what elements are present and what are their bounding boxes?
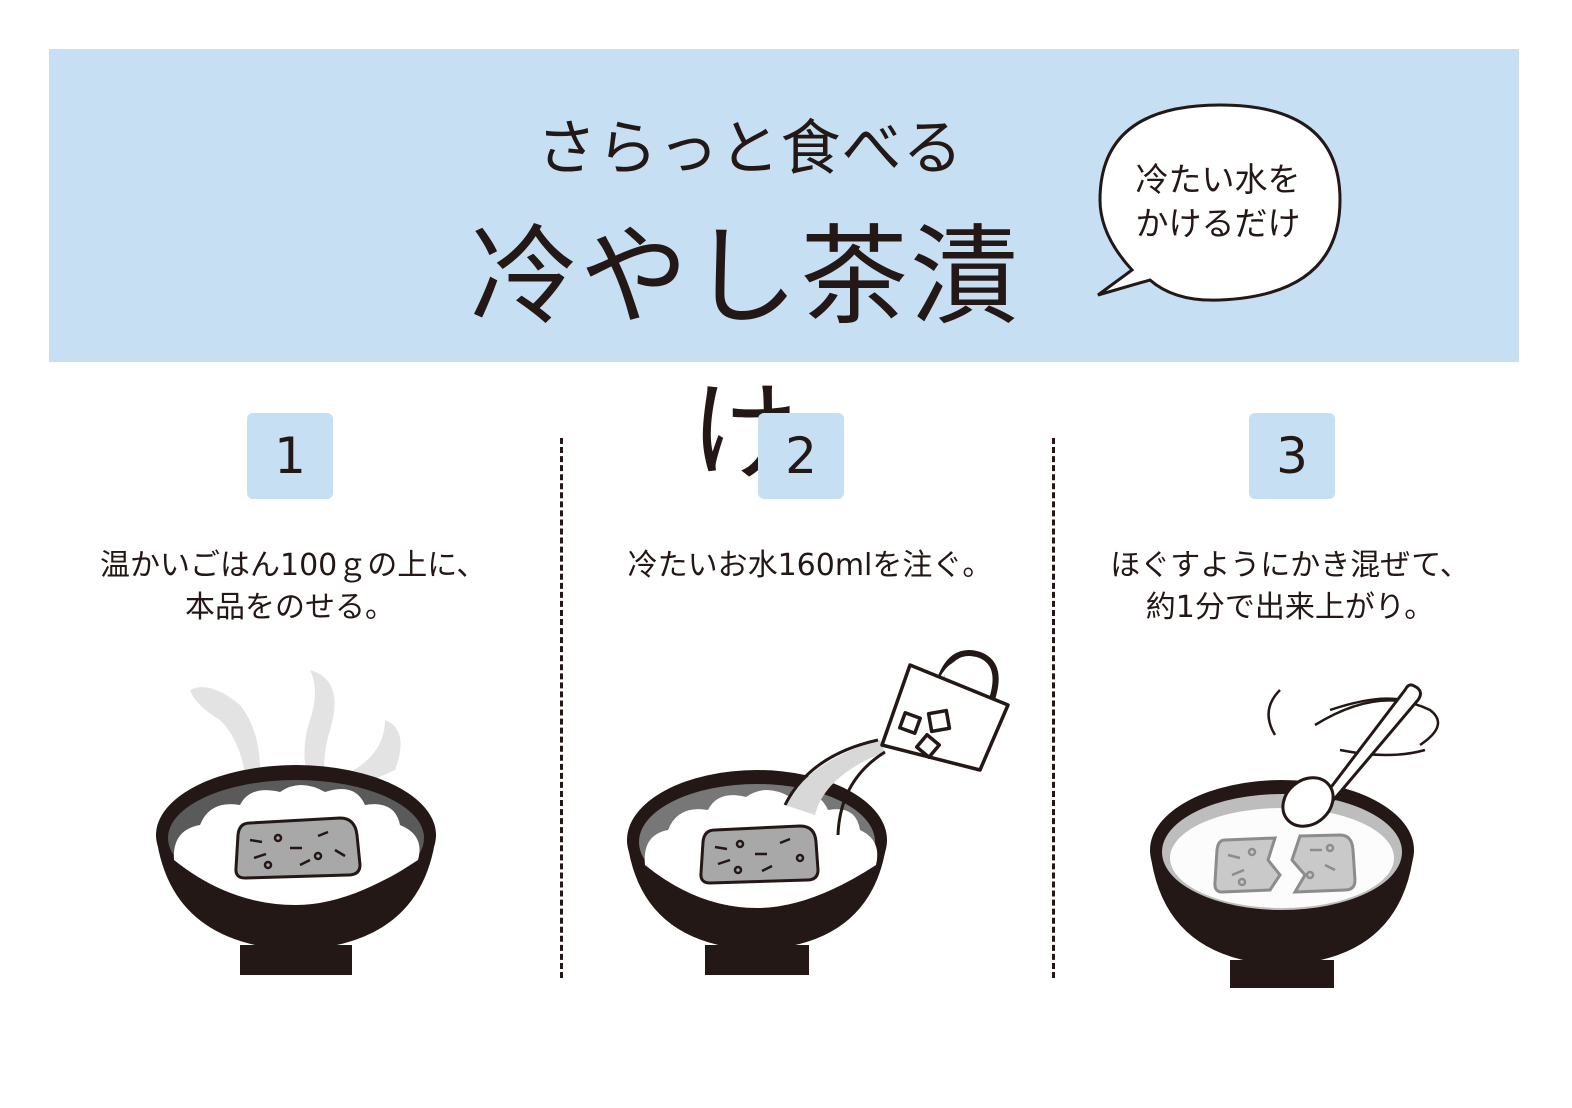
chazuke-block-pieces-icon — [1213, 833, 1357, 894]
step-1-line1: 温かいごはん100ｇの上に、 — [100, 548, 487, 583]
speech-bubble-line1: 冷たい水を — [1135, 160, 1301, 199]
step-1-instruction: 温かいごはん100ｇの上に、 本品をのせる。 — [100, 545, 487, 629]
rice-bowl-icon — [156, 765, 436, 975]
header-subtitle: さらっと食べる — [536, 114, 964, 184]
spoon-icon — [1281, 683, 1422, 828]
step-3-line2: 約1分で出来上がり。 — [1145, 590, 1435, 625]
step-2-line1: 冷たいお水160mlを注ぐ。 — [627, 548, 993, 583]
step-1-number-badge: 1 — [247, 413, 333, 499]
step-2-instruction: 冷たいお水160mlを注ぐ。 — [610, 545, 1010, 587]
step-3-line1: ほぐすようにかき混ぜて、 — [1110, 548, 1470, 583]
chazuke-block-icon — [699, 824, 820, 885]
step-2-number-badge: 2 — [758, 413, 844, 499]
step-divider — [560, 438, 563, 978]
speech-bubble-line2: かけるだけ — [1135, 204, 1301, 243]
step-3-number-badge: 3 — [1249, 413, 1335, 499]
step-3-illustration — [1150, 683, 1440, 988]
header-title: 冷やし茶漬け — [469, 215, 1020, 496]
step-divider — [1052, 438, 1055, 978]
chazuke-block-icon — [234, 816, 362, 880]
step-1-line2: 本品をのせる。 — [185, 590, 395, 625]
step-3-instruction: ほぐすようにかき混ぜて、 約1分で出来上がり。 — [1100, 545, 1480, 629]
speech-bubble — [1097, 103, 1342, 302]
water-stream-icon — [783, 738, 886, 836]
water-pitcher-icon — [880, 650, 1010, 772]
step-1-illustration — [156, 670, 436, 975]
speech-bubble-text: 冷たい水を かけるだけ — [1106, 158, 1330, 246]
step-2-illustration — [627, 650, 1010, 975]
